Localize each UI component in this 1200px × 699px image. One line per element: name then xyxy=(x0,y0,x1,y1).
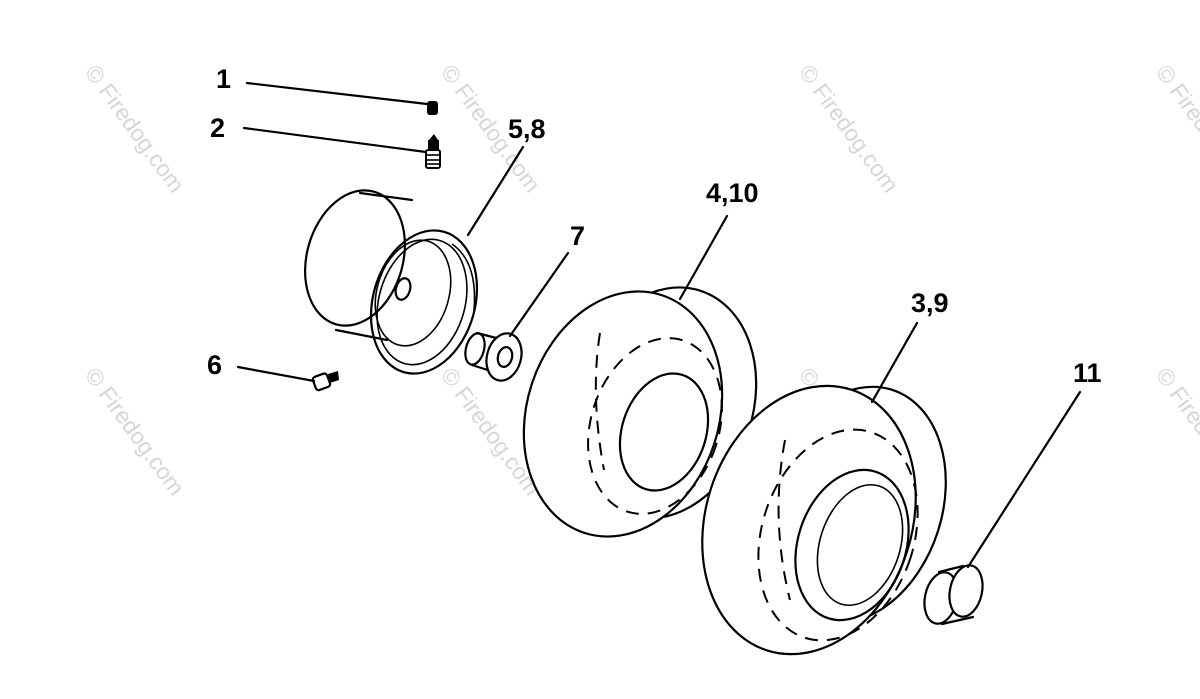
callout-3-9: 3,9 xyxy=(911,288,949,318)
callout-7: 7 xyxy=(570,221,585,251)
leader-line-2 xyxy=(242,126,428,154)
leader-line-3-9 xyxy=(870,321,919,404)
callout-6: 6 xyxy=(207,350,222,380)
callout-4-10: 4,10 xyxy=(706,178,759,208)
watermark: © Firedog.com xyxy=(794,60,904,198)
leader-line-1 xyxy=(245,81,429,106)
watermark: © Firedog.com xyxy=(1151,60,1200,198)
part-hub-cap xyxy=(923,564,984,626)
callout-11: 11 xyxy=(1073,358,1102,388)
part-valve-cap xyxy=(427,101,438,115)
leader-line-7 xyxy=(508,251,570,338)
part-valve-stem xyxy=(425,134,441,169)
callout-1: 1 xyxy=(216,64,231,94)
watermark: © Firedog.com xyxy=(80,60,190,198)
callout-labels: 1 2 5,8 4,10 7 3,9 6 11 xyxy=(207,64,1102,388)
leader-line-4-10 xyxy=(678,214,729,301)
leader-line-6 xyxy=(236,365,316,383)
watermark: © Firedog.com xyxy=(80,363,190,501)
callout-2: 2 xyxy=(210,113,225,143)
leader-lines xyxy=(236,81,1082,569)
part-rim xyxy=(303,189,479,375)
watermark: © Firedog.com xyxy=(1151,363,1200,501)
part-bushing xyxy=(464,331,523,382)
leader-line-11 xyxy=(966,390,1082,569)
leader-line-5-8 xyxy=(466,145,525,237)
part-bolt xyxy=(311,371,339,392)
callout-5-8: 5,8 xyxy=(508,114,546,144)
part-rear-tire xyxy=(701,384,947,656)
